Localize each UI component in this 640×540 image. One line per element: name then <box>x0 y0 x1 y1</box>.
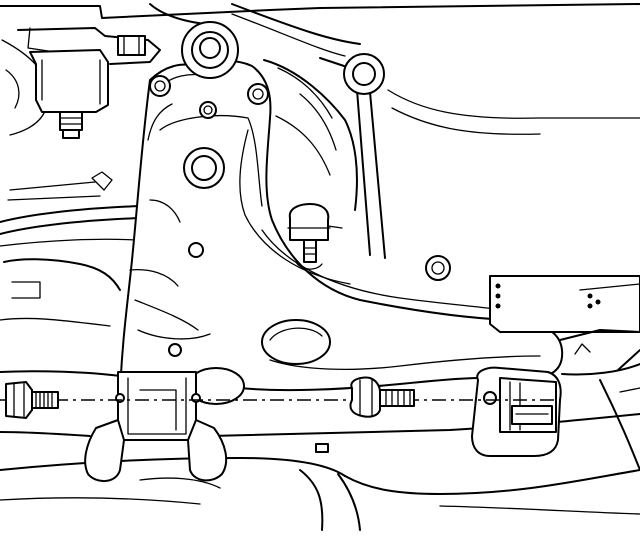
left-cables <box>0 171 141 327</box>
stabilizer-link <box>319 53 386 259</box>
rear-bushing-bracket <box>471 366 562 457</box>
front-mounting-bolt <box>5 381 59 419</box>
engine-mount-block <box>29 35 146 139</box>
subframe-bracket <box>425 255 640 333</box>
rear-mounting-bolt <box>349 376 415 418</box>
upper-chassis-structure <box>0 3 640 211</box>
subframe <box>0 329 640 531</box>
ball-joint <box>287 203 343 270</box>
front-mount-bracket <box>84 371 228 482</box>
